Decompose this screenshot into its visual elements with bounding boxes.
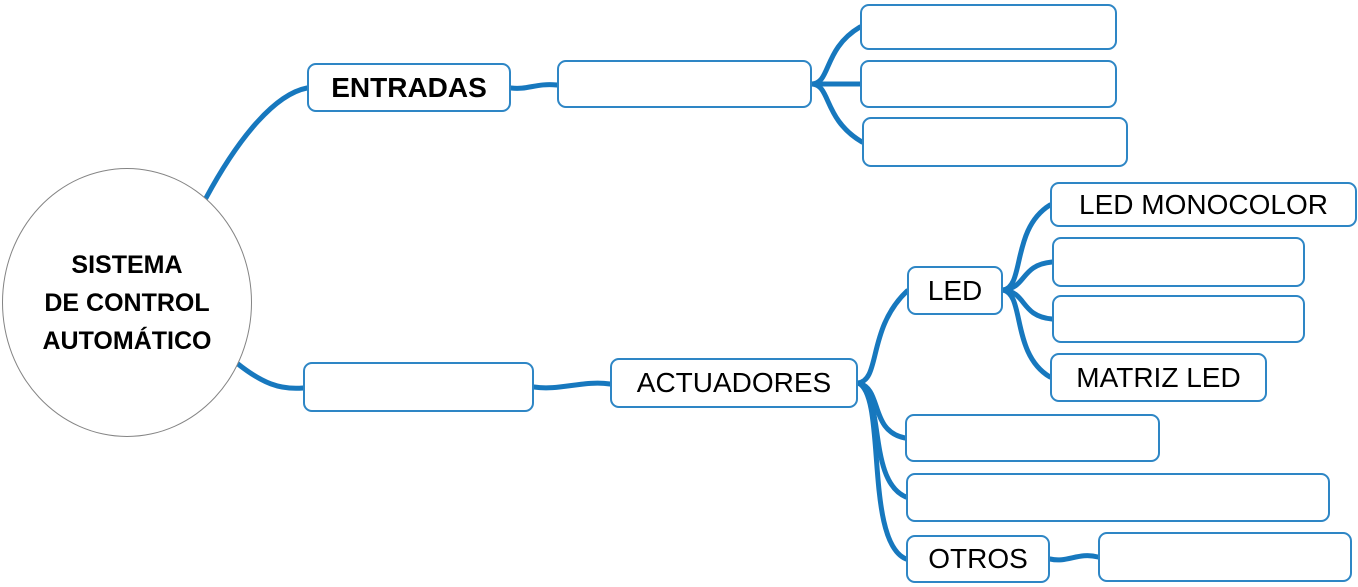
connector-child-gc1: [809, 24, 863, 87]
connector-root-actparent: [235, 361, 306, 391]
node-actuadores-parent-empty[interactable]: [303, 362, 534, 412]
connector-child-gc3: [809, 81, 865, 145]
node-actuadores-label: ACTUADORES: [636, 367, 832, 398]
node-otros-child-empty[interactable]: [1098, 532, 1352, 582]
node-entradas-grandchild-2-empty[interactable]: [860, 60, 1117, 108]
node-led-label: LED: [927, 274, 983, 306]
node-matriz-led[interactable]: MATRIZ LED: [1050, 353, 1267, 402]
node-led-child-2-empty[interactable]: [1052, 237, 1305, 287]
node-otros[interactable]: OTROS: [906, 535, 1050, 583]
node-entradas[interactable]: ENTRADAS: [307, 63, 511, 112]
node-entradas-child-empty[interactable]: [557, 60, 812, 108]
connector-root-entradas: [203, 85, 310, 201]
connector-actuadores-c3: [855, 380, 909, 500]
node-entradas-grandchild-1-empty[interactable]: [860, 4, 1117, 50]
connector-otros-child: [1047, 553, 1101, 563]
connector-led-c2: [1000, 259, 1055, 293]
connector-actuadores-otros: [855, 380, 909, 562]
node-root[interactable]: SISTEMA DE CONTROL AUTOMÁTICO: [2, 168, 252, 437]
node-actuadores-child-2-empty[interactable]: [905, 414, 1160, 462]
node-matriz-led-label: MATRIZ LED: [1076, 361, 1241, 393]
node-led-monocolor[interactable]: LED MONOCOLOR: [1050, 182, 1357, 227]
node-actuadores-child-3-empty[interactable]: [906, 473, 1330, 522]
connector-actuadores-led: [855, 288, 910, 386]
connector-entradas-child: [508, 82, 560, 91]
node-entradas-grandchild-3-empty[interactable]: [862, 117, 1128, 167]
node-entradas-label: ENTRADAS: [331, 71, 487, 103]
node-actuadores[interactable]: ACTUADORES: [610, 358, 858, 408]
node-led-monocolor-label: LED MONOCOLOR: [1079, 188, 1328, 220]
connector-actparent-actuadores: [531, 380, 613, 391]
node-led-child-3-empty[interactable]: [1052, 295, 1305, 343]
node-led[interactable]: LED: [907, 266, 1003, 315]
connector-led-matriz: [1000, 287, 1053, 380]
node-otros-label: OTROS: [928, 543, 1028, 574]
root-label: SISTEMA DE CONTROL AUTOMÁTICO: [42, 250, 212, 355]
